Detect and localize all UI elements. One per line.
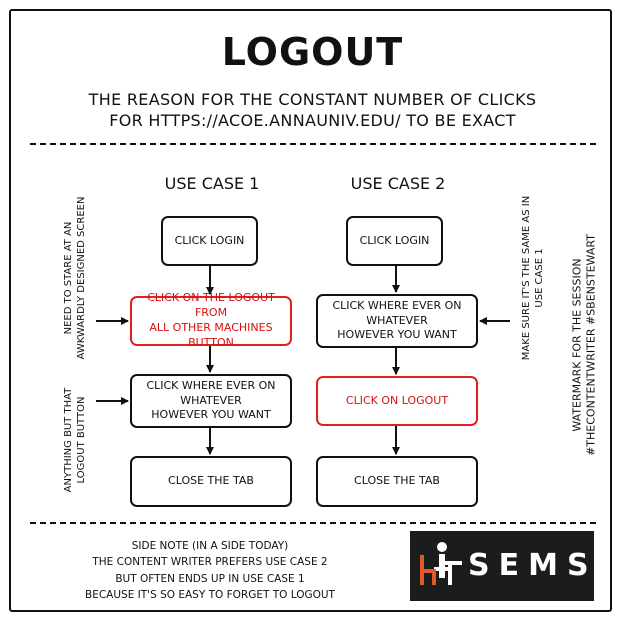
logo-text: SEMS — [468, 548, 598, 583]
subtitle-line-2: FOR HTTPS://ACOE.ANNAUNIV.EDU/ TO BE EXA… — [109, 111, 516, 130]
comic-frame — [9, 9, 612, 612]
use-case-2-heading: USE CASE 2 — [350, 174, 446, 193]
uc2-step-click-login: CLICK LOGIN — [346, 216, 443, 266]
watermark: WATERMARK FOR THE SESSION #THECONTENTWRI… — [570, 234, 598, 456]
uc1-step-close-tab: CLOSE THE TAB — [130, 456, 292, 507]
side-note: SIDE NOTE (IN A SIDE TODAY) THE CONTENT … — [85, 540, 335, 601]
uc1-step-logout-all-machines: CLICK ON THE LOGOUT FROM ALL OTHER MACHI… — [130, 291, 292, 349]
bottom-divider — [30, 522, 596, 524]
uc2-step-click-logout: CLICK ON LOGOUT — [316, 376, 478, 426]
use-case-1-heading: USE CASE 1 — [164, 174, 260, 193]
uc1-step-click-anywhere: CLICK WHERE EVER ON WHATEVER HOWEVER YOU… — [130, 374, 292, 428]
uc2-step-close-tab: CLOSE THE TAB — [316, 456, 478, 507]
uc1-note-anything-but-logout: ANYTHING BUT THAT LOGOUT BUTTON — [63, 387, 87, 493]
uc1-step-click-login: CLICK LOGIN — [161, 216, 258, 266]
top-divider — [30, 143, 596, 145]
uc2-step-click-anywhere: CLICK WHERE EVER ON WHATEVER HOWEVER YOU… — [316, 294, 478, 348]
uc1-note-awkward-screen: NEED TO STARE AT AN AWKWARDLY DESIGNED S… — [63, 196, 87, 360]
uc2-note-same-as-uc1: MAKE SURE IT'S THE SAME AS IN USE CASE 1 — [521, 195, 545, 361]
person-at-desk-icon — [420, 542, 462, 585]
sems-logo: SEMS — [410, 531, 594, 601]
page-title: LOGOUT — [221, 30, 404, 74]
subtitle-line-1: THE REASON FOR THE CONSTANT NUMBER OF CL… — [88, 90, 537, 109]
